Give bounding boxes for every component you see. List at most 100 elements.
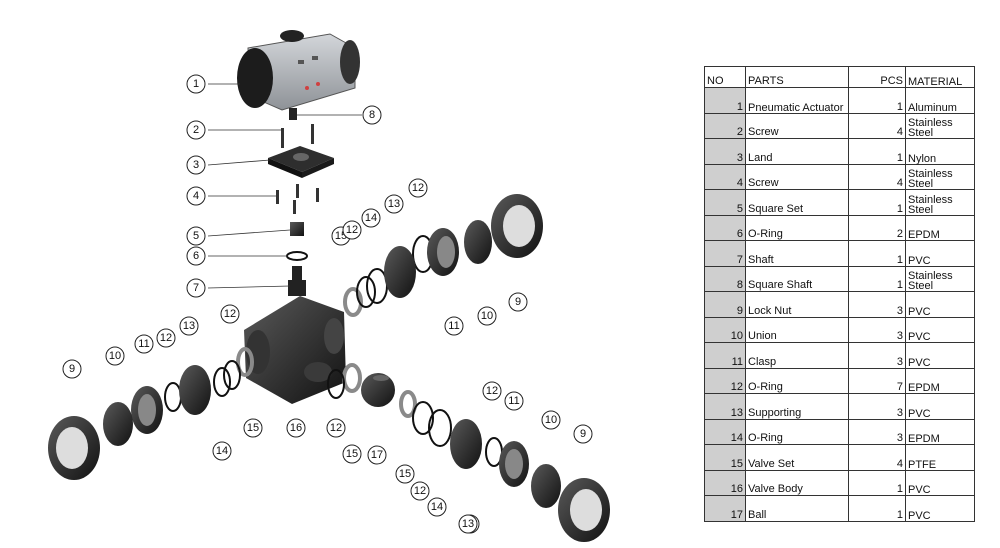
callout-circle (186, 186, 206, 206)
callout-circle (179, 316, 199, 336)
shaft-o-ring-drawing (286, 251, 308, 261)
row-pcs: 3 (848, 291, 906, 318)
row-part: Union (745, 316, 849, 343)
row-material: EPDM (905, 367, 975, 394)
callout-number: 5 (193, 230, 199, 242)
row-no: 1 (704, 87, 746, 114)
callout-number: 4 (193, 190, 199, 202)
callout-number: 13 (183, 320, 195, 332)
callout-number: 9 (515, 296, 521, 308)
callout-number: 10 (109, 350, 121, 362)
row-material: PVC (905, 495, 975, 522)
callout-number: 16 (290, 422, 302, 434)
callout-number: 12 (486, 385, 498, 397)
row-part: Valve Body (745, 469, 849, 496)
row-material: PVC (905, 393, 975, 420)
mounting-screws-drawing (276, 124, 319, 214)
row-pcs: 1 (848, 138, 906, 165)
row-pcs: 3 (848, 393, 906, 420)
callout-number: 12 (346, 224, 358, 236)
pneumatic-actuator-drawing (237, 30, 360, 120)
row-material: EPDM (905, 418, 975, 445)
callout-number: 14 (431, 501, 443, 513)
row-part: Pneumatic Actuator (745, 87, 849, 114)
callout-number: 2 (193, 124, 199, 136)
left-union-assembly-drawing (48, 365, 211, 480)
callout-circle (458, 514, 478, 534)
callout-circle (186, 74, 206, 94)
row-part: O-Ring (745, 418, 849, 445)
callout-circle (186, 226, 206, 246)
row-pcs: 1 (848, 189, 906, 216)
row-part: Clasp (745, 342, 849, 369)
row-no: 4 (704, 163, 746, 190)
row-no: 7 (704, 240, 746, 267)
row-pcs: 1 (848, 87, 906, 114)
header-pcs: PCS (848, 66, 906, 88)
row-part: O-Ring (745, 367, 849, 394)
callout-number: 14 (365, 212, 377, 224)
callout-circle (342, 220, 362, 240)
callout-circle (541, 410, 561, 430)
row-material: Stainless Steel (905, 189, 975, 216)
callout-circle (62, 359, 82, 379)
callout-number: 12 (224, 308, 236, 320)
row-no: 3 (704, 138, 746, 165)
row-material: Stainless Steel (905, 112, 975, 139)
callout-circle (105, 346, 125, 366)
callout-circle (243, 418, 263, 438)
row-no: 14 (704, 418, 746, 445)
callout-number: 6 (193, 250, 199, 262)
callout-circle (134, 334, 154, 354)
row-part: Square Set (745, 189, 849, 216)
callout-circle (186, 155, 206, 175)
shaft-drawing (288, 266, 306, 296)
row-pcs: 4 (848, 112, 906, 139)
callout-circle (482, 381, 502, 401)
callout-circle (427, 497, 447, 517)
callout-number: 12 (330, 422, 342, 434)
callout-circle (384, 194, 404, 214)
row-no: 6 (704, 214, 746, 241)
row-pcs: 1 (848, 265, 906, 292)
callout-circle (477, 306, 497, 326)
callout-number: 12 (414, 485, 426, 497)
row-part: Screw (745, 112, 849, 139)
row-material: PVC (905, 291, 975, 318)
callout-circle (444, 316, 464, 336)
row-material: PTFE (905, 444, 975, 471)
upper-union-assembly-drawing (384, 194, 543, 298)
row-no: 9 (704, 291, 746, 318)
callout-number: 7 (193, 282, 199, 294)
callout-circle (342, 444, 362, 464)
row-part: Lock Nut (745, 291, 849, 318)
callout-number: 11 (508, 395, 519, 407)
square-set-drawing (290, 222, 304, 236)
parts-table-header: NO PARTS PCS MATERIAL (704, 66, 975, 88)
row-pcs: 3 (848, 418, 906, 445)
row-material: Aluminum (905, 87, 975, 114)
callout-number: 11 (448, 320, 459, 332)
callout-number: 15 (346, 448, 358, 460)
row-part: Land (745, 138, 849, 165)
row-part: Shaft (745, 240, 849, 267)
header-material: MATERIAL (905, 66, 975, 88)
callout-circle (367, 445, 387, 465)
